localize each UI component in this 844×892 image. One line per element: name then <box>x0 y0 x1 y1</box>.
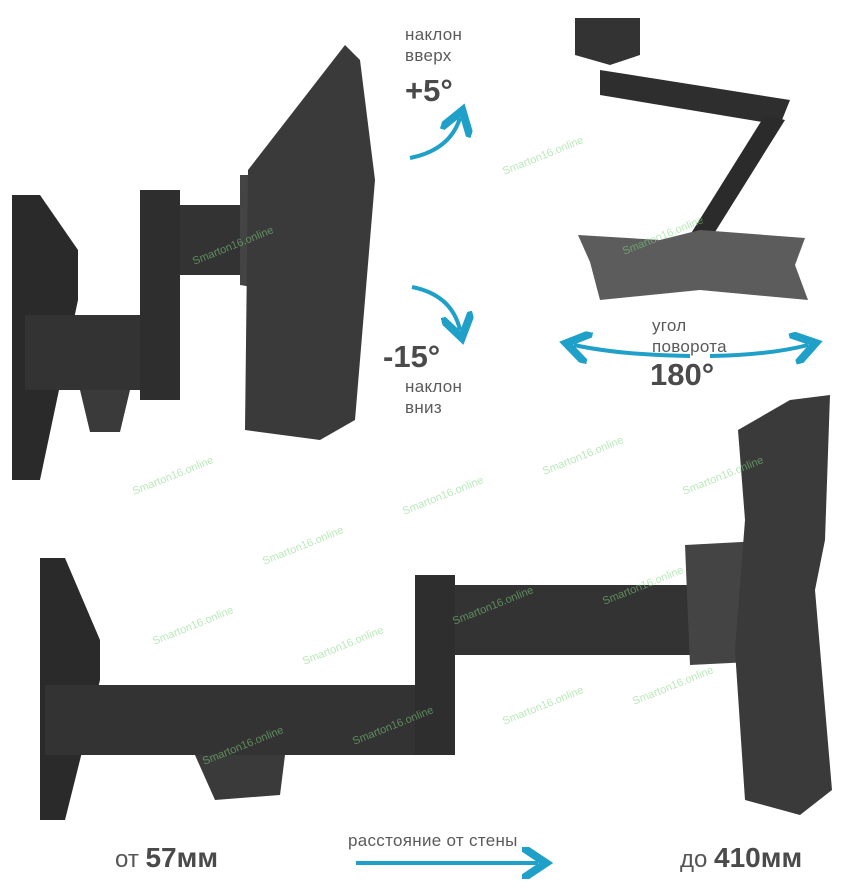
mount-top-view <box>575 18 808 300</box>
rotation-label: угол поворота <box>652 316 727 356</box>
rotation-arrow-left <box>574 345 691 356</box>
tilt-up-label: наклон вверх <box>405 25 463 65</box>
distance-caption: расстояние от стены <box>348 831 518 850</box>
rotation-value: 180° <box>650 357 715 392</box>
tilt-down-label: наклон вниз <box>405 377 463 417</box>
distance-min-value: 57мм <box>145 842 219 873</box>
tilt-down-arrow <box>411 285 460 330</box>
mount-side-view <box>12 45 375 480</box>
rotation-arrow-right <box>709 345 808 356</box>
tilt-down-value: -15° <box>383 339 441 374</box>
mount-extended-view <box>40 395 832 820</box>
distance-max-prefix: до <box>680 846 708 873</box>
distance-min-prefix: от <box>115 846 139 873</box>
tilt-up-arrow <box>409 118 460 160</box>
distance-max: до 410мм <box>680 842 802 874</box>
distance-min: от 57мм <box>115 842 218 874</box>
tilt-up-value: +5° <box>405 73 453 108</box>
distance-max-value: 410мм <box>714 842 803 873</box>
